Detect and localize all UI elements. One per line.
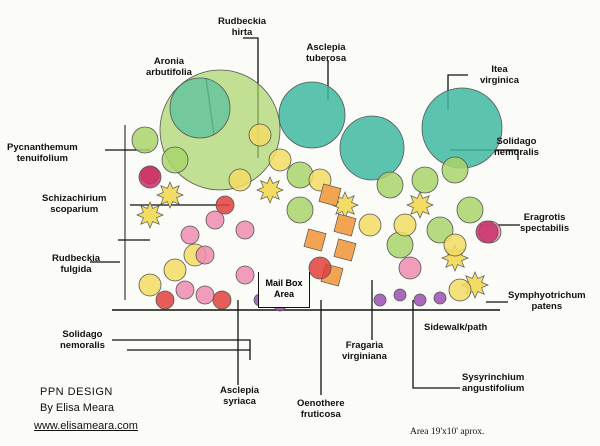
itea-shrub — [421, 87, 503, 169]
grass-clump — [161, 146, 189, 174]
flower-plant — [215, 195, 235, 215]
leader-lines — [90, 37, 520, 395]
flower-plant — [235, 265, 255, 285]
sysyrinchium-plant — [433, 291, 447, 305]
grass-clump — [456, 196, 484, 224]
solidago-plant — [406, 191, 434, 219]
grass-clump — [411, 166, 439, 194]
flower-plant — [212, 290, 232, 310]
design-title: PPN DESIGN — [40, 386, 113, 398]
solidago-plant — [156, 181, 184, 209]
asclepia-tuberosa-plant — [333, 213, 357, 237]
flower-plant — [398, 256, 422, 280]
flower-plant — [195, 285, 215, 305]
itea-shrub — [278, 81, 346, 149]
asclepia-tuberosa-plant — [333, 238, 357, 262]
rudbeckia-plant — [448, 278, 472, 302]
eragrotis-plant — [138, 165, 162, 189]
plant-symbols — [131, 69, 503, 312]
flower-plant — [180, 225, 200, 245]
sysyrinchium-plant — [393, 288, 407, 302]
grass-clump — [286, 196, 314, 224]
design-author: By Elisa Meara — [40, 402, 114, 414]
rudbeckia-plant — [163, 258, 187, 282]
label-sidewalk-path: Sidewalk/path — [424, 322, 488, 333]
flower-plant — [205, 210, 225, 230]
solidago-plant — [256, 176, 284, 204]
sysyrinchium-plant — [413, 293, 427, 307]
flower-plant — [155, 290, 175, 310]
sysyrinchium-plant — [373, 293, 387, 307]
rudbeckia-plant — [393, 213, 417, 237]
rudbeckia-plant — [138, 273, 162, 297]
rudbeckia-plant — [358, 213, 382, 237]
website-link[interactable]: www.elisameara.com — [34, 420, 138, 432]
grass-clump — [426, 216, 454, 244]
flower-plant — [195, 245, 215, 265]
grass-clump — [386, 231, 414, 259]
rudbeckia-plant — [268, 148, 292, 172]
grass-clump — [131, 126, 159, 154]
area-note: Area 19'x10' aprox. — [410, 427, 485, 437]
itea-shrub — [339, 115, 405, 181]
flower-plant — [175, 280, 195, 300]
grass-clump — [286, 161, 314, 189]
rudbeckia-plant — [248, 123, 272, 147]
rudbeckia-plant — [228, 168, 252, 192]
flower-plant — [308, 256, 332, 280]
rudbeckia-plant — [443, 233, 467, 257]
solidago-plant — [136, 201, 164, 229]
asclepia-tuberosa-plant — [303, 228, 327, 252]
itea-shrub — [169, 77, 231, 139]
flower-plant — [235, 220, 255, 240]
eragrotis-plant — [475, 220, 499, 244]
grass-clump — [441, 156, 469, 184]
grass-clump — [376, 171, 404, 199]
asclepia-tuberosa-plant — [318, 183, 342, 207]
